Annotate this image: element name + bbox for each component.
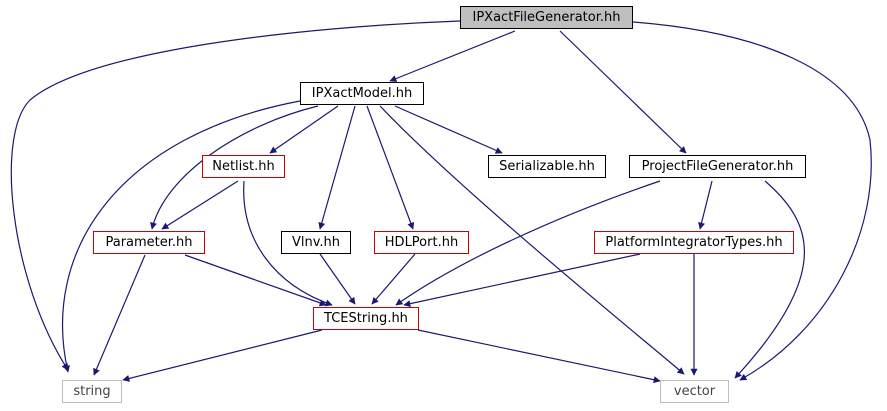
node-tcestring[interactable]: TCEString.hh bbox=[313, 307, 419, 330]
edge-ipxactmodel-string bbox=[61, 100, 301, 373]
node-label: PlatformIntegratorTypes.hh bbox=[605, 235, 783, 250]
node-hdlport[interactable]: HDLPort.hh bbox=[374, 231, 469, 254]
node-platformintegratortypes[interactable]: PlatformIntegratorTypes.hh bbox=[594, 231, 794, 254]
edge-tcestring-vector bbox=[417, 329, 661, 384]
edge-platformintegratortypes-tcestring bbox=[403, 253, 641, 308]
edge-ipxactfilegenerator-string bbox=[10, 20, 461, 371]
node-projectfilegenerator[interactable]: ProjectFileGenerator.hh bbox=[629, 155, 806, 178]
edge-ipxactmodel-serializable bbox=[394, 105, 503, 154]
node-vlnv[interactable]: Vlnv.hh bbox=[281, 231, 351, 254]
node-label: Vlnv.hh bbox=[291, 235, 341, 250]
edge-ipxactmodel-hdlport bbox=[366, 105, 415, 230]
edge-ipxactfilegenerator-projectfilegenerator bbox=[559, 30, 687, 154]
edge-ipxactmodel-vlnv bbox=[318, 105, 356, 230]
node-label: ProjectFileGenerator.hh bbox=[641, 159, 794, 174]
node-vector[interactable]: vector bbox=[660, 380, 729, 403]
node-label: vector bbox=[673, 384, 716, 399]
node-label: HDLPort.hh bbox=[384, 235, 459, 250]
edge-netlist-parameter bbox=[161, 180, 239, 230]
node-label: IPXactModel.hh bbox=[311, 86, 413, 101]
edge-parameter-string bbox=[93, 254, 146, 376]
node-label: IPXactFileGenerator.hh bbox=[472, 10, 621, 25]
node-label: Netlist.hh bbox=[212, 159, 275, 174]
edge-ipxactfilegenerator-vector bbox=[632, 21, 872, 381]
edge-parameter-tcestring bbox=[184, 254, 327, 307]
edge-netlist-tcestring bbox=[243, 180, 333, 307]
node-serializable[interactable]: Serializable.hh bbox=[488, 155, 606, 178]
edge-ipxactmodel-vector bbox=[379, 105, 685, 375]
edge-ipxactmodel-netlist bbox=[269, 105, 339, 154]
edge-ipxactmodel-parameter bbox=[150, 105, 319, 230]
node-string[interactable]: string bbox=[62, 380, 122, 403]
node-netlist[interactable]: Netlist.hh bbox=[202, 155, 285, 178]
edge-tcestring-string bbox=[122, 329, 323, 382]
node-label: TCEString.hh bbox=[324, 311, 408, 326]
edge-projectfilegenerator-platformintegratortypes bbox=[698, 180, 713, 230]
node-label: Parameter.hh bbox=[105, 235, 193, 250]
node-ipxactmodel[interactable]: IPXactModel.hh bbox=[300, 82, 424, 105]
node-label: Serializable.hh bbox=[499, 159, 595, 174]
edge-hdlport-tcestring bbox=[371, 253, 416, 305]
edge-projectfilegenerator-tcestring bbox=[395, 180, 661, 306]
node-label: string bbox=[73, 384, 111, 399]
edge-ipxactfilegenerator-ipxactmodel bbox=[389, 30, 516, 82]
edge-projectfilegenerator-vector bbox=[734, 180, 805, 379]
edge-vlnv-tcestring bbox=[319, 253, 356, 305]
node-parameter[interactable]: Parameter.hh bbox=[93, 231, 205, 254]
node-ipxactfilegenerator[interactable]: IPXactFileGenerator.hh bbox=[460, 6, 633, 29]
